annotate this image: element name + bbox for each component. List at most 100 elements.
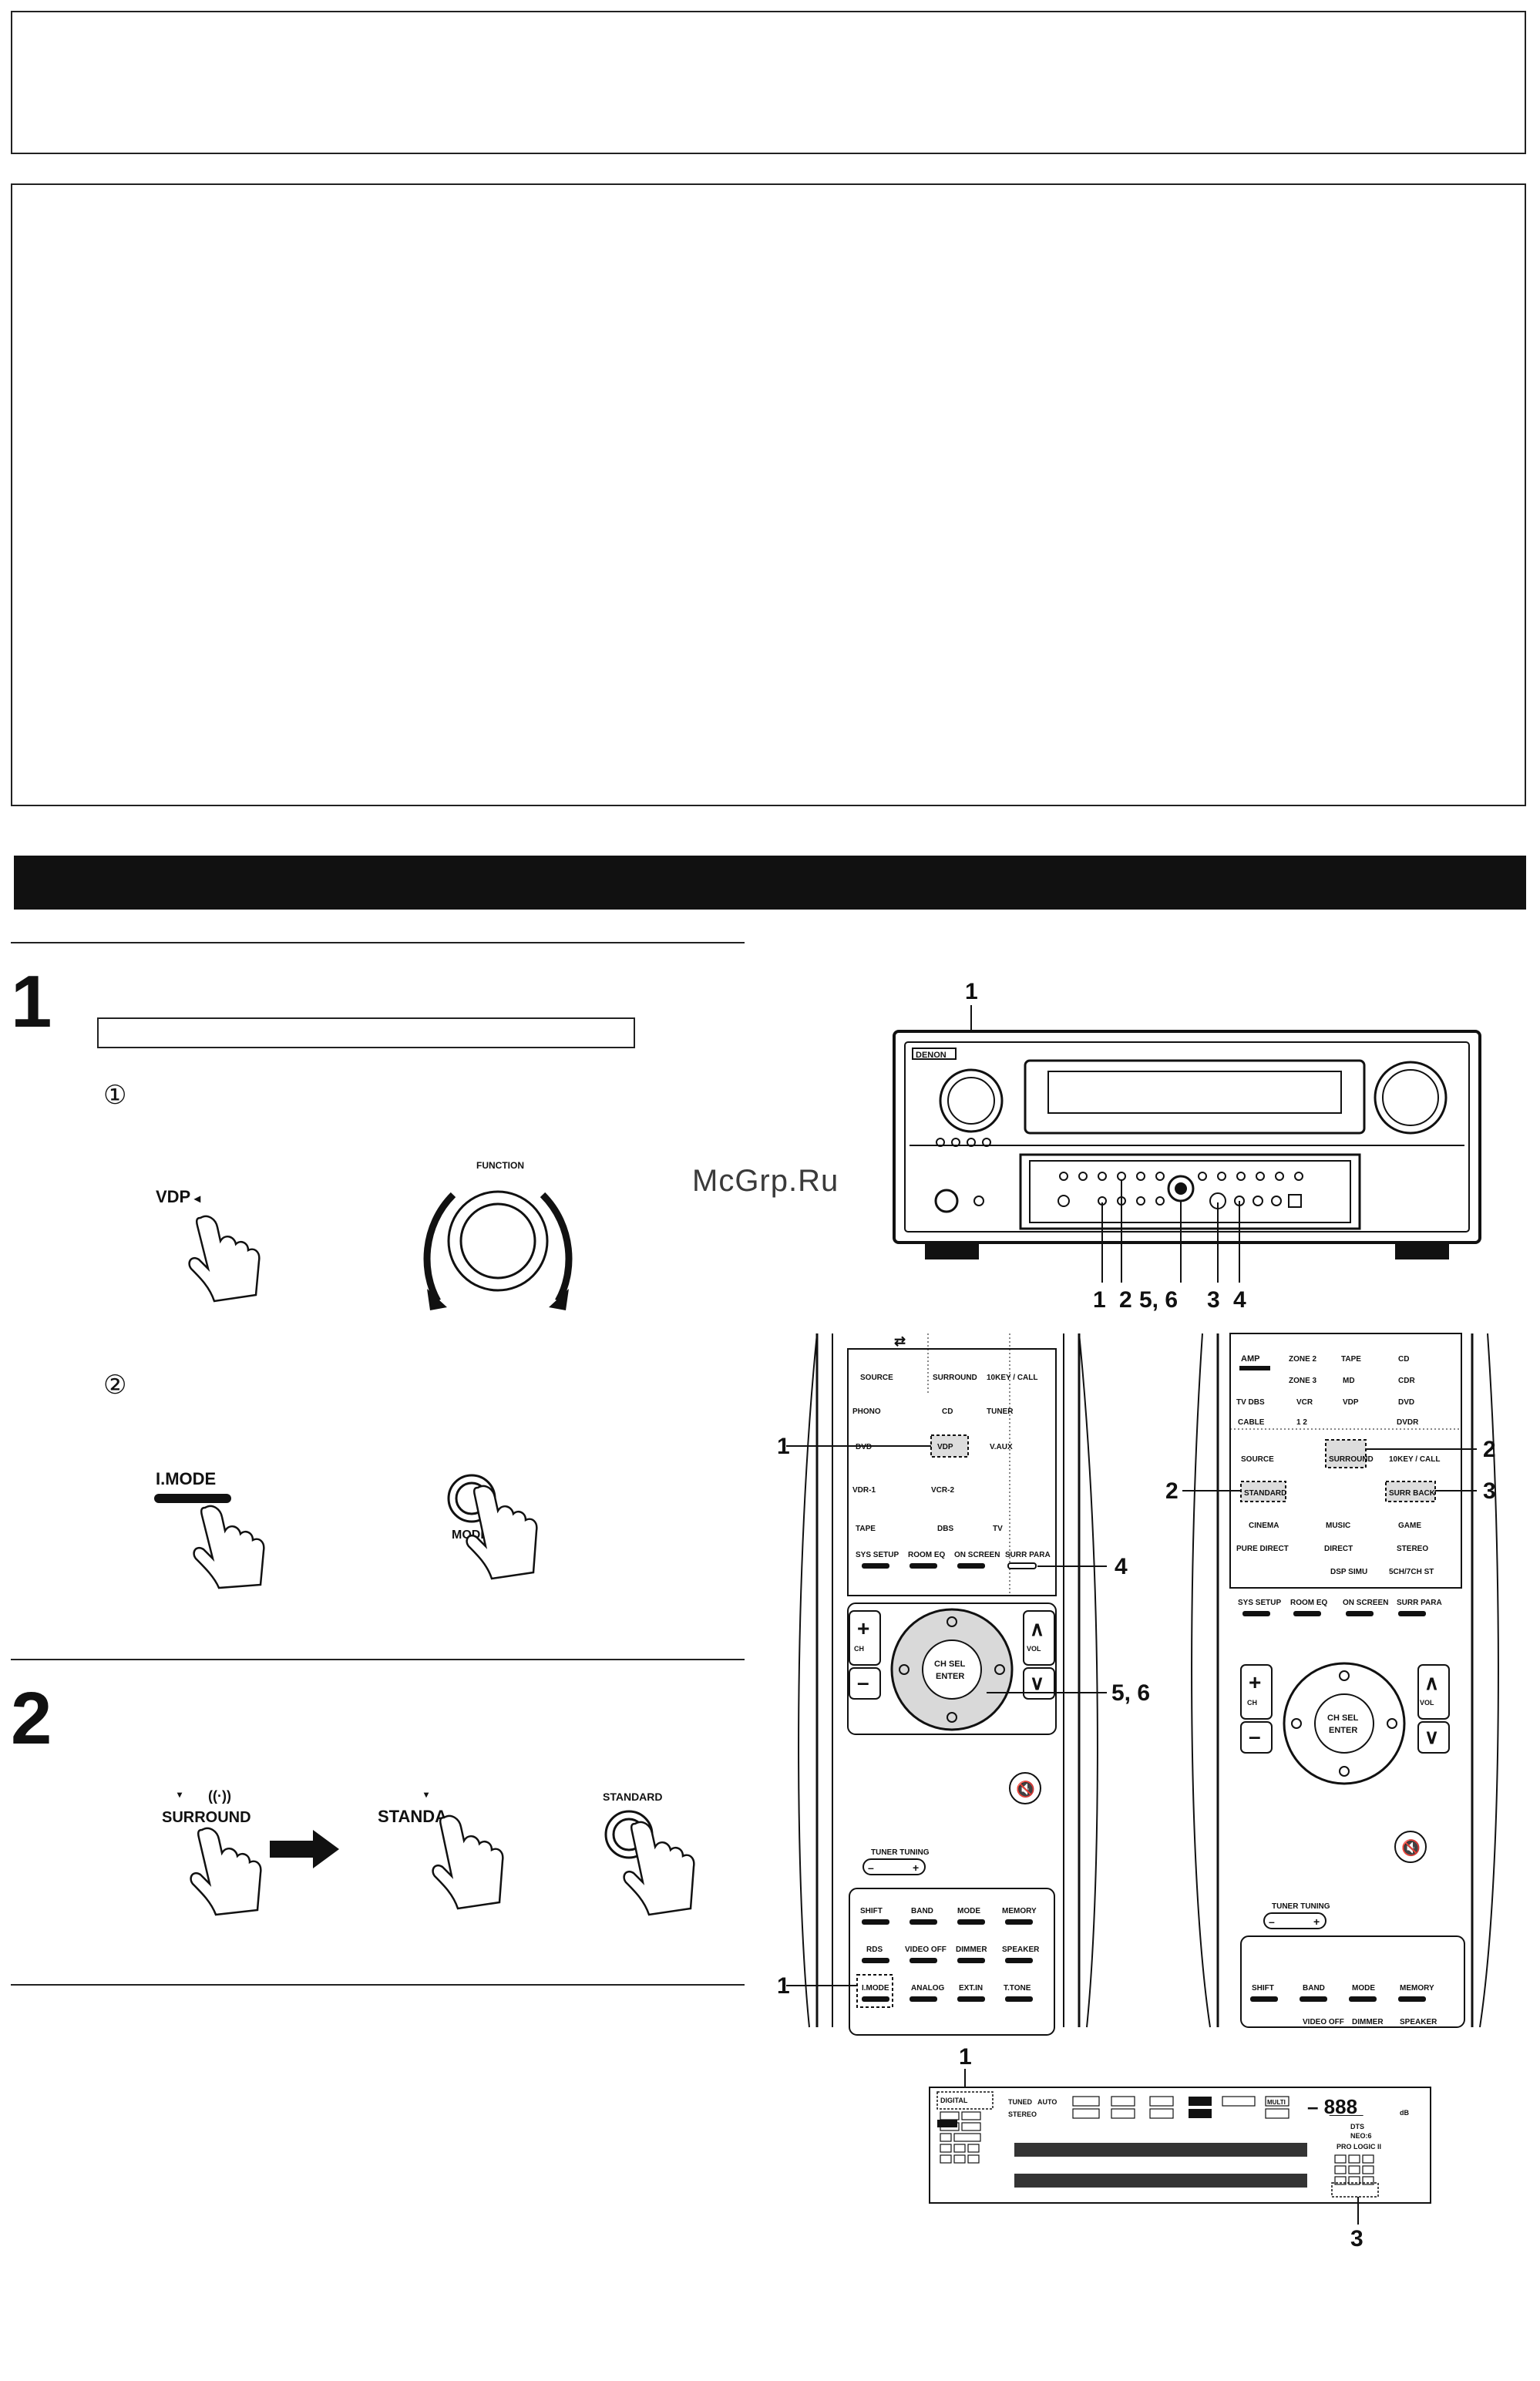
svg-text:ENTER: ENTER xyxy=(1329,1726,1357,1735)
rl-phono: PHONO xyxy=(852,1407,881,1416)
step1-top-rule xyxy=(11,942,745,943)
receiver-callout-1: 1 xyxy=(1093,1287,1106,1313)
hand-icon xyxy=(466,1485,538,1580)
svg-text:∨: ∨ xyxy=(1030,1671,1044,1694)
svg-text:MEMORY: MEMORY xyxy=(1400,1984,1434,1993)
svg-text:DTS: DTS xyxy=(1350,2123,1364,2130)
svg-text:ROOM EQ: ROOM EQ xyxy=(1290,1599,1328,1607)
svg-text:1 2: 1 2 xyxy=(1296,1418,1307,1427)
svg-text:MUSIC: MUSIC xyxy=(1326,1522,1350,1530)
svg-text:+: + xyxy=(857,1616,869,1640)
svg-text:–: – xyxy=(1249,1724,1261,1748)
hand-icon xyxy=(623,1821,695,1916)
main-text-box xyxy=(11,183,1526,806)
svg-text:VDP: VDP xyxy=(1343,1398,1359,1407)
svg-text:SHIFT: SHIFT xyxy=(860,1907,883,1915)
rl-chsel: CH SEL xyxy=(934,1660,966,1669)
svg-text:dB: dB xyxy=(1400,2109,1409,2117)
rl-cd: CD xyxy=(942,1407,953,1416)
rr-callout-3: 3 xyxy=(1483,1478,1496,1504)
watermark-text: McGrp.Ru xyxy=(692,1164,839,1198)
rl-vol: VOL xyxy=(1027,1645,1041,1653)
svg-text:VOL: VOL xyxy=(1420,1699,1434,1707)
svg-text:◂: ◂ xyxy=(193,1192,201,1206)
step-number-1: 1 xyxy=(11,960,52,1043)
rotate-right-arrow-icon xyxy=(540,1192,573,1303)
svg-text:AUTO: AUTO xyxy=(1037,2098,1057,2106)
receiver-front-panel: 1 DENON 1 2 5, 6 3 4 xyxy=(893,979,1481,1313)
step2-bottom-rule xyxy=(11,1984,745,1986)
rl-tuner-tuning: TUNER TUNING xyxy=(871,1848,930,1857)
svg-text:CABLE: CABLE xyxy=(1238,1418,1265,1427)
vdp-label: VDP xyxy=(156,1187,190,1206)
svg-text:PRO LOGIC II: PRO LOGIC II xyxy=(1337,2143,1381,2151)
svg-text:MODE: MODE xyxy=(1352,1984,1375,1993)
display-callout-bottom: 3 xyxy=(1350,2226,1363,2252)
svg-text:CINEMA: CINEMA xyxy=(1249,1522,1279,1530)
next-arrow-icon xyxy=(270,1830,339,1868)
svg-text:▾: ▾ xyxy=(177,1789,183,1800)
svg-text:ZONE 2: ZONE 2 xyxy=(1289,1355,1317,1364)
imode-press-illustration: I.MODE xyxy=(154,1469,265,1589)
hand-icon xyxy=(432,1814,504,1910)
rl-vaux: V.AUX xyxy=(990,1443,1013,1451)
svg-text:NEO:6: NEO:6 xyxy=(1350,2132,1372,2140)
standard-button-label: STANDARD xyxy=(603,1791,663,1803)
svg-text:TUNER TUNING: TUNER TUNING xyxy=(1272,1902,1330,1911)
svg-text:10KEY / CALL: 10KEY / CALL xyxy=(1389,1455,1441,1464)
rl-tuner: TUNER xyxy=(987,1407,1014,1416)
standard-button-illustration: STANDARD xyxy=(603,1791,695,1916)
hand-icon xyxy=(193,1505,265,1589)
svg-text:MD: MD xyxy=(1343,1377,1355,1385)
svg-text:CH SEL: CH SEL xyxy=(1327,1713,1359,1723)
receiver-callout-4: 4 xyxy=(1233,1287,1246,1313)
step2-top-rule xyxy=(11,1659,745,1660)
receiver-brand: DENON xyxy=(916,1051,947,1060)
svg-text:STEREO: STEREO xyxy=(1008,2110,1037,2118)
rl-imode: I.MODE xyxy=(862,1984,889,1993)
svg-text:SURROUND: SURROUND xyxy=(1329,1455,1374,1464)
svg-text:TUNED: TUNED xyxy=(1008,2098,1032,2106)
svg-text:CDR: CDR xyxy=(1398,1377,1415,1385)
rl-callout-4: 4 xyxy=(1115,1554,1128,1579)
svg-text:SPEAKER: SPEAKER xyxy=(1400,2018,1437,2026)
svg-text:⇄: ⇄ xyxy=(894,1333,906,1349)
svg-text:DIRECT: DIRECT xyxy=(1324,1545,1353,1553)
receiver-callout-top: 1 xyxy=(965,979,978,1004)
rl-10key: 10KEY / CALL xyxy=(987,1374,1038,1382)
mute-icon: 🔇 xyxy=(1016,1780,1035,1798)
rl-vdr1: VDR-1 xyxy=(852,1486,876,1495)
svg-text:VIDEO OFF: VIDEO OFF xyxy=(1303,2018,1344,2026)
rl-vcr2: VCR-2 xyxy=(931,1486,954,1495)
svg-text:5CH/7CH ST: 5CH/7CH ST xyxy=(1389,1568,1434,1576)
svg-text:RDS: RDS xyxy=(866,1945,883,1954)
rl-room-eq: ROOM EQ xyxy=(908,1551,946,1559)
rr-callout-2b: 2 xyxy=(1165,1478,1179,1504)
svg-text:TAPE: TAPE xyxy=(1341,1355,1361,1364)
svg-text:MEMORY: MEMORY xyxy=(1002,1907,1037,1915)
surround-label: SURROUND xyxy=(162,1809,251,1826)
svg-text:–: – xyxy=(868,1861,874,1874)
svg-text:∨: ∨ xyxy=(1424,1725,1439,1748)
rl-callout-1: 1 xyxy=(777,1434,790,1459)
function-label: FUNCTION xyxy=(476,1160,524,1171)
svg-text:BAND: BAND xyxy=(911,1907,933,1915)
svg-text:–: – xyxy=(857,1670,869,1694)
svg-text:SYS SETUP: SYS SETUP xyxy=(1238,1599,1281,1607)
svg-text:DIGITAL: DIGITAL xyxy=(940,2097,968,2104)
rl-dvd: DVD xyxy=(856,1443,872,1451)
vdp-press-illustration: VDP ◂ xyxy=(156,1187,261,1303)
step-number-2: 2 xyxy=(11,1677,52,1760)
top-text-box xyxy=(11,11,1526,154)
svg-text:MODE: MODE xyxy=(957,1907,980,1915)
hand-icon xyxy=(190,1827,262,1916)
svg-text:SURR BACK: SURR BACK xyxy=(1389,1489,1436,1498)
svg-text:DVD: DVD xyxy=(1398,1398,1414,1407)
svg-text:DVDR: DVDR xyxy=(1397,1418,1419,1427)
svg-text:▾: ▾ xyxy=(423,1789,429,1800)
mode-button-illustration: MODE xyxy=(447,1474,538,1580)
rl-callout-1b: 1 xyxy=(777,1973,790,1999)
svg-text:– 8̲8̲8̲: – 8̲8̲8̲ xyxy=(1307,2095,1363,2118)
rl-on-screen: ON SCREEN xyxy=(954,1551,1000,1559)
svg-text:((·)): ((·)) xyxy=(208,1788,231,1804)
